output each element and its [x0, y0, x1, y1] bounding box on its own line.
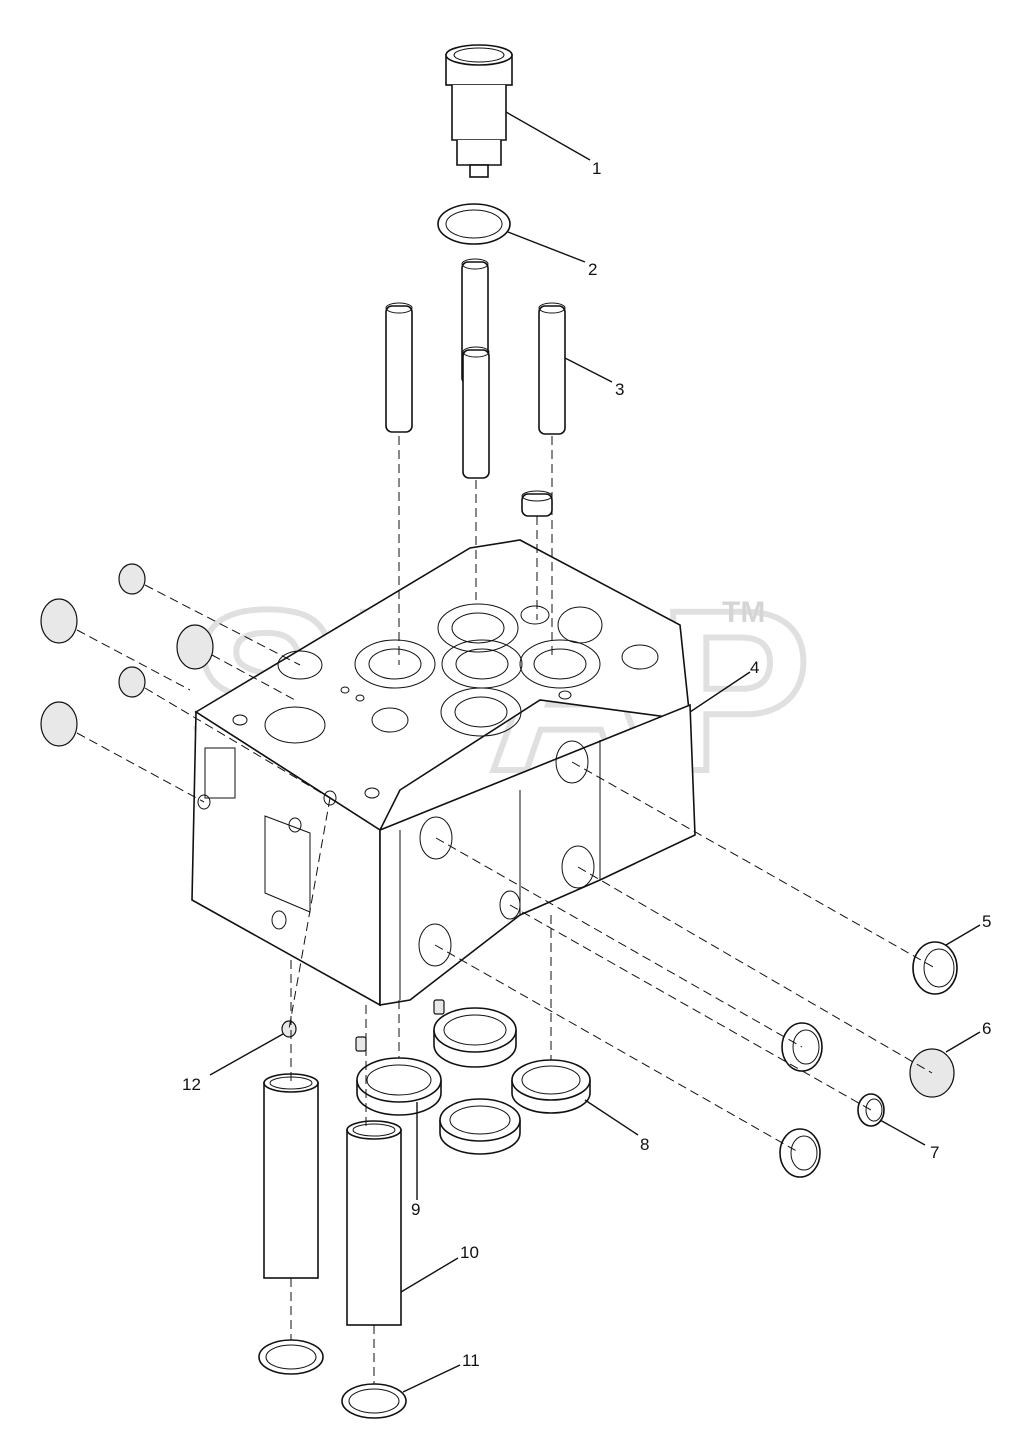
callout-11: 11: [462, 1351, 480, 1370]
watermark-tm: TM: [722, 596, 765, 629]
callout-7: 7: [930, 1143, 939, 1162]
seat-ring-lower: [439, 1098, 521, 1155]
o-ring-top: [437, 203, 511, 245]
sleeves: [263, 1073, 402, 1326]
valve-seat-rings: [356, 1007, 591, 1155]
cylinder-head: [191, 539, 696, 1007]
sleeve-right: [346, 1120, 402, 1326]
leader-lines: [209, 111, 981, 1393]
valve-guide-3: [538, 302, 566, 435]
side-plugs: [779, 941, 958, 1178]
callout-10: 10: [460, 1243, 479, 1262]
bottom-o-rings: [258, 1339, 407, 1419]
callout-9: 9: [411, 1200, 420, 1219]
seat-ring-top: [433, 1007, 517, 1068]
dowel-pins: [281, 999, 445, 1052]
callout-6: 6: [982, 1019, 991, 1038]
callout-5: 5: [982, 912, 991, 931]
callout-labels: 1 2 3 4 5 6 7 8 9 10 11 12: [182, 159, 991, 1370]
guide-seal: [521, 490, 553, 517]
sleeve-left: [263, 1073, 319, 1279]
plug-5: [912, 941, 958, 995]
callout-4: 4: [750, 658, 759, 677]
plug-7: [857, 1093, 885, 1127]
valve-guides: [385, 258, 566, 479]
callout-12: 12: [182, 1075, 201, 1094]
callout-8: 8: [640, 1135, 649, 1154]
valve-guide-1: [385, 302, 413, 433]
callout-2: 2: [588, 260, 597, 279]
seat-ring-9: [356, 1057, 442, 1116]
callout-3: 3: [615, 380, 624, 399]
valve-guide-4: [462, 346, 490, 479]
seat-ring-8: [511, 1059, 591, 1114]
callout-1: 1: [592, 159, 601, 178]
injector-sleeve: [445, 44, 513, 178]
left-plugs: [40, 563, 214, 747]
assembly-lines: [76, 436, 936, 1384]
